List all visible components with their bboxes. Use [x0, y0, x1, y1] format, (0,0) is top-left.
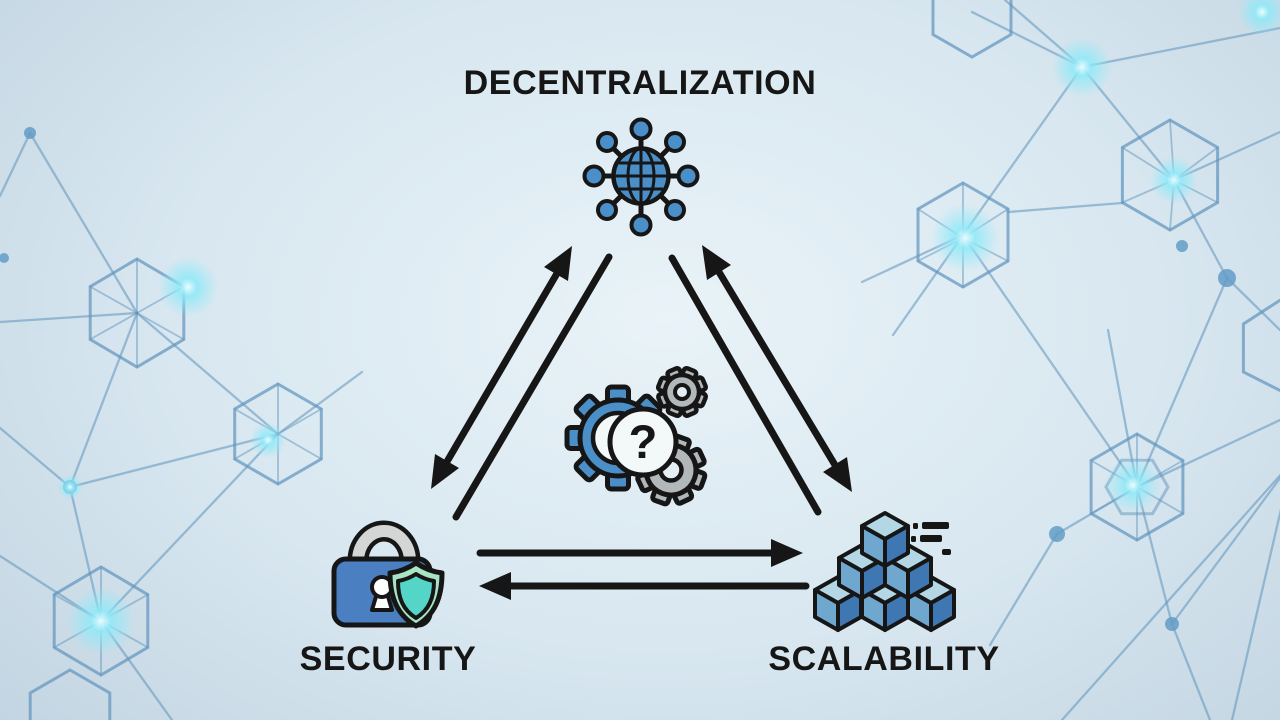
decentralization-label: DECENTRALIZATION [463, 64, 817, 102]
network-cluster-left [0, 127, 364, 720]
network-cluster-right [860, 0, 1280, 720]
glow-node [1150, 156, 1198, 204]
list-marks [911, 522, 951, 555]
hex-cube-wireframe [28, 668, 112, 720]
hex-cube-wireframe [1241, 298, 1280, 393]
shield [387, 560, 445, 629]
hex-cube-wireframe [931, 0, 1013, 59]
arrow-security-scalability [476, 539, 810, 600]
cube [860, 511, 910, 568]
glow-node [931, 204, 999, 272]
glow-node [57, 474, 83, 500]
question-mark: ? [629, 415, 658, 468]
parallel-line [668, 254, 822, 516]
network-nodes [582, 117, 700, 237]
globe [611, 146, 671, 206]
stacked-cubes-icon [813, 511, 956, 632]
glow-node [1052, 37, 1112, 97]
gears-question-icon: ? [564, 365, 709, 507]
arrow-decentralization-security [431, 246, 613, 521]
security-label: SECURITY [299, 640, 477, 678]
padlock-shield-icon [331, 520, 445, 629]
glow-node [1105, 457, 1161, 513]
network-globe-icon [582, 117, 700, 237]
glow-node [158, 257, 218, 317]
question-badge: ? [607, 406, 679, 478]
small-gray-gear [655, 365, 709, 419]
glow-node [67, 587, 135, 655]
keyhole [370, 575, 394, 612]
scalability-label: SCALABILITY [768, 640, 1000, 678]
arrow-decentralization-scalability [668, 245, 852, 516]
glow-node [1238, 0, 1280, 36]
cube-pyramid [813, 511, 956, 632]
glow-node [250, 422, 286, 458]
parallel-line [452, 253, 613, 521]
